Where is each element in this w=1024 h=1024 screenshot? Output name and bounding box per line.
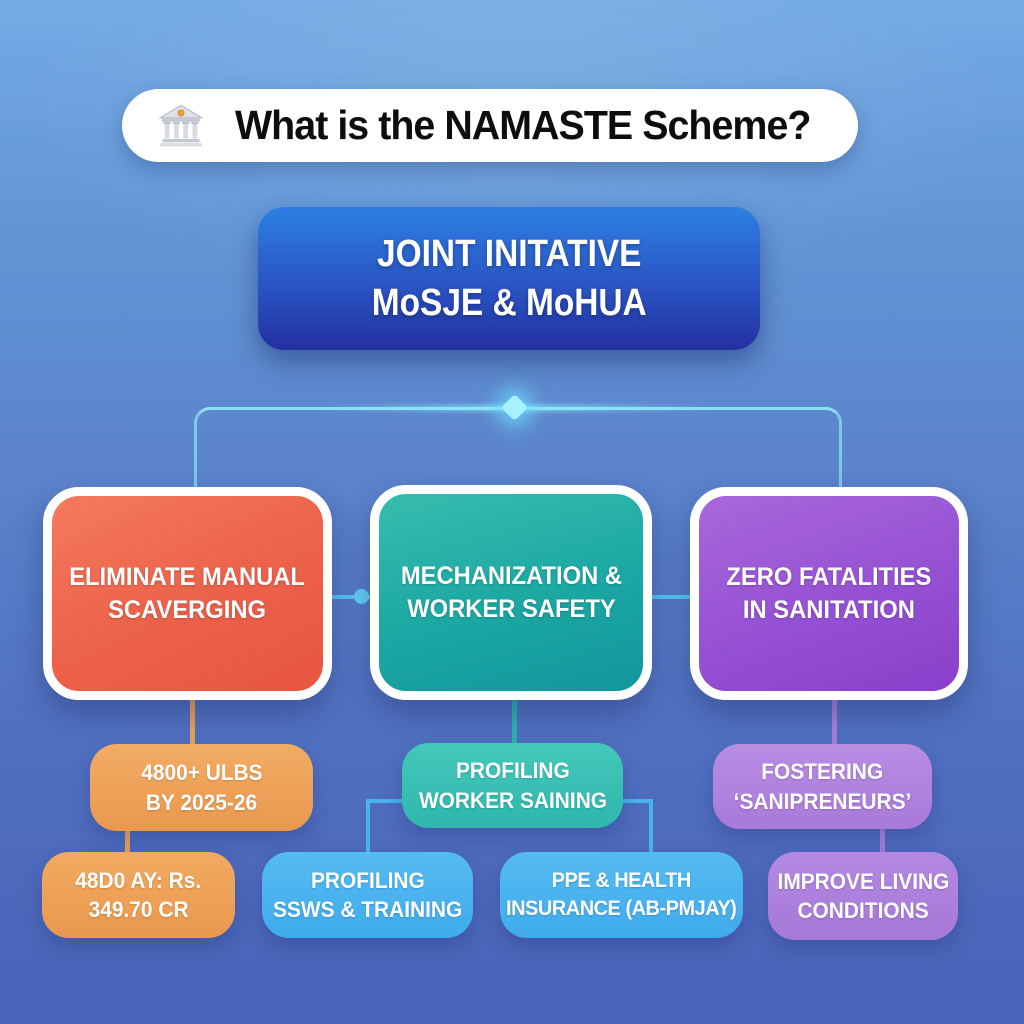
node-line: WORKER SAINING bbox=[418, 787, 607, 813]
pillar-zero-fatalities-sanitation: ZERO FATALITIES IN SANITATION bbox=[690, 487, 968, 700]
node-line: ‘SANIPRENEURS’ bbox=[733, 788, 912, 814]
node-improve-living-conditions: IMPROVE LIVING CONDITIONS bbox=[768, 852, 958, 940]
connector-red-teal bbox=[330, 595, 372, 599]
connector-dot bbox=[354, 589, 369, 604]
pillar-line: WORKER SAFETY bbox=[406, 594, 616, 623]
node-ulbs-target: 4800+ ULBS BY 2025-26 bbox=[90, 744, 313, 831]
node-line: FOSTERING bbox=[761, 759, 884, 785]
node-line: 48D0 AY: Rs. bbox=[75, 867, 202, 893]
node-ssws-training: PROFILING SSWS & TRAINING bbox=[262, 852, 473, 938]
pillar-line: ZERO FATALITIES bbox=[726, 562, 932, 591]
connector-top-bracket bbox=[194, 407, 842, 491]
root-node-line1: JOINT INITATIVE bbox=[376, 233, 642, 276]
pillar-line: SCAVERGING bbox=[108, 595, 267, 624]
node-line: CONDITIONS bbox=[797, 898, 929, 923]
connector-red-to-ulbs bbox=[190, 696, 195, 746]
node-ppe-health-insurance: PPE & HEALTH INSURANCE (AB-PMJAY) bbox=[500, 852, 743, 938]
node-line: 349.70 CR bbox=[88, 897, 189, 922]
connector-teal-purple bbox=[652, 595, 692, 599]
connector-ulbs-to-outlay bbox=[125, 828, 130, 854]
title-banner: What is the NAMASTE Scheme? bbox=[122, 89, 858, 162]
node-outlay: 48D0 AY: Rs. 349.70 CR bbox=[42, 852, 235, 938]
root-node-joint-initiative: JOINT INITATIVE MoSJE & MoHUA bbox=[258, 207, 760, 350]
node-line: PROFILING bbox=[455, 758, 570, 784]
pillar-line: ELIMINATE MANUAL bbox=[69, 562, 306, 591]
root-node-line2: MoSJE & MoHUA bbox=[371, 281, 647, 324]
node-line: BY 2025-26 bbox=[145, 789, 258, 815]
node-line: IMPROVE LIVING bbox=[777, 868, 949, 894]
node-line: 4800+ ULBS bbox=[140, 760, 263, 786]
page-title: What is the NAMASTE Scheme? bbox=[235, 102, 811, 148]
connector-purple-to-sanipreneurs bbox=[832, 696, 837, 746]
node-line: PPE & HEALTH bbox=[551, 869, 692, 893]
pillar-mechanization-worker-safety: MECHANIZATION & WORKER SAFETY bbox=[370, 485, 652, 700]
node-worker-profiling: PROFILING WORKER SAINING bbox=[402, 743, 623, 828]
node-line: INSURANCE (AB-PMJAY) bbox=[506, 897, 737, 920]
pillar-line: IN SANITATION bbox=[743, 595, 915, 624]
connector-teal-to-profiling bbox=[512, 696, 517, 745]
connector-branch-left bbox=[366, 799, 407, 856]
connector-sanipreneurs-to-living bbox=[880, 826, 885, 854]
classical-building-icon bbox=[158, 104, 205, 146]
node-fostering-sanipreneurs: FOSTERING ‘SANIPRENEURS’ bbox=[713, 744, 932, 829]
node-line: SSWS & TRAINING bbox=[272, 897, 463, 922]
connector-branch-right bbox=[622, 799, 653, 856]
node-line: PROFILING bbox=[310, 867, 425, 893]
pillar-eliminate-manual-scavenging: ELIMINATE MANUAL SCAVERGING bbox=[43, 487, 332, 700]
pillar-line: MECHANIZATION & bbox=[400, 561, 622, 590]
